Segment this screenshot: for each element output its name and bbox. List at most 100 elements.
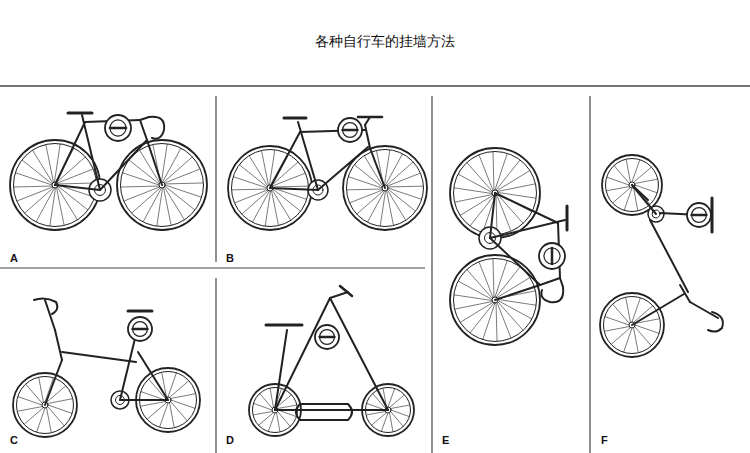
spoke [124,187,159,201]
frame-tube [495,193,558,223]
title: 各种自行车的挂墙方法 [315,33,455,51]
frame-part [34,298,57,314]
frame-tube [690,302,718,318]
spoke [387,191,394,225]
spoke [132,188,161,213]
spoke [143,188,161,222]
spoke [492,152,494,190]
wall-mount-bar [110,127,126,130]
frame-tube [270,132,300,188]
spoke [470,196,494,226]
spoke [14,186,52,188]
spoke [498,302,523,331]
bicycle [249,286,414,436]
spoke [262,151,269,185]
spoke [368,191,385,222]
spoke [171,394,196,399]
spoke [387,162,413,185]
spoke [164,157,193,182]
spoke [272,191,279,225]
spoke [265,191,270,226]
spoke [277,413,280,432]
spoke [235,190,268,203]
spoke [461,302,494,322]
spoke [497,302,511,337]
frame-tube [284,117,306,120]
divider [0,267,425,268]
spoke [48,405,72,413]
spoke [614,166,629,184]
panel-letter: E [442,434,449,446]
spoke [171,402,187,421]
spoke [170,381,189,397]
frame-tube [62,352,136,362]
wall-mount [539,243,565,269]
wall-mount [338,118,362,142]
wall-mount [105,115,131,141]
frame-tube [45,300,55,330]
frame-tube [495,285,540,300]
spoke [605,327,630,332]
spoke [24,408,43,424]
spoke [57,187,77,220]
frame-tube [566,206,569,230]
spoke [613,188,631,203]
spoke [459,174,493,192]
spoke [459,281,493,299]
wall-mount-ring [133,322,148,337]
spoke [611,328,630,344]
spoke [470,303,494,333]
spoke [357,191,383,214]
spoke [632,298,640,322]
wall-mount [687,203,711,227]
spoke [163,149,181,183]
frame-tube [68,112,92,115]
spoke [495,154,507,190]
spoke [607,177,629,185]
frame-tube [490,238,540,285]
wall-mount-bar [551,248,554,264]
spoke [391,405,410,408]
spoke [123,173,159,185]
spoke [18,397,42,405]
spoke [161,144,167,182]
spoke [634,167,652,182]
spoke [635,327,651,346]
spoke [390,395,405,407]
spoke [141,392,165,400]
frame-tube [138,352,168,400]
frame-tube [128,310,152,313]
spoke [496,303,498,341]
spoke [47,408,52,433]
tire [450,255,540,345]
spoke [48,407,64,426]
divider [589,96,590,453]
spoke [624,188,632,210]
divider [215,278,216,453]
spoke [48,399,73,404]
frame-tube [632,185,648,200]
frame-tube [82,115,100,190]
rim [606,159,659,212]
spoke [390,413,393,432]
frame-tube [490,193,495,238]
frame-tube [632,294,684,325]
spoke [455,195,492,203]
rule [0,85,750,87]
spoke [347,189,382,191]
frame-tube [560,278,563,287]
frame-tube [340,286,352,296]
spoke [388,188,421,199]
wall-mount-bar [133,328,148,331]
spoke [121,186,159,188]
spoke [18,407,43,412]
spoke [272,190,290,220]
spoke [165,185,201,197]
divider [215,96,216,262]
spoke [349,177,382,188]
spoke [613,304,629,323]
spoke [164,188,172,225]
frame-tube [358,116,382,119]
